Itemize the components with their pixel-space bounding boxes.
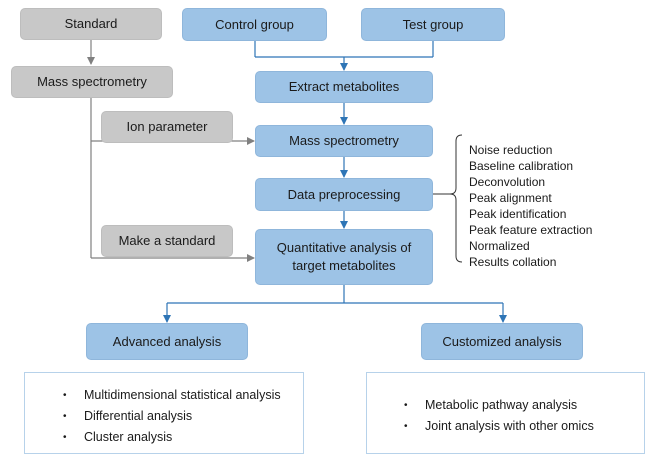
quantitative-analysis-box: Quantitative analysis of target metaboli… [255,229,433,285]
ion-parameter-label: Ion parameter [126,119,208,134]
bullet-icon: • [63,390,67,401]
list-item-text: Joint analysis with other omics [425,419,594,433]
step-item: Deconvolution [469,175,546,189]
step-item: Results collation [469,255,557,269]
step-item: Normalized [469,239,530,253]
mass-spectrometry-box: Mass spectrometry [255,125,433,157]
advanced-analysis-label: Advanced analysis [112,333,222,349]
mass-spectrometry-left-box: Mass spectrometry [11,66,173,98]
customized-analysis-label: Customized analysis [442,333,562,349]
ion-parameter-box: Ion parameter [101,111,233,143]
advanced-analysis-panel: • Multidimensional statistical analysis •… [24,372,304,454]
list-item: • Metabolic pathway analysis [404,395,594,416]
test-group-box: Test group [361,8,505,41]
customized-analysis-panel: • Metabolic pathway analysis • Joint analy… [366,372,645,454]
data-preprocessing-label: Data preprocessing [287,186,401,202]
bullet-icon: • [63,432,67,443]
list-item: • Differential analysis [63,406,281,427]
step-item: Baseline calibration [469,159,574,173]
list-item: • Joint analysis with other omics [404,416,594,437]
step-item: Noise reduction [469,143,553,157]
steps-brace [449,134,463,263]
bullet-icon: • [404,421,408,432]
advanced-items-list: • Multidimensional statistical analysis •… [63,385,281,448]
list-item-text: Differential analysis [84,409,193,423]
standard-label: Standard [64,16,118,31]
quantitative-analysis-line2: target metabolites [292,258,396,273]
extract-metabolites-box: Extract metabolites [255,71,433,103]
mass-spectrometry-label: Mass spectrometry [289,133,399,148]
list-item-text: Multidimensional statistical analysis [84,388,281,402]
step-item: Peak identification [469,207,567,221]
make-standard-box: Make a standard [101,225,233,257]
extract-metabolites-label: Extract metabolites [288,79,400,94]
customized-analysis-box: Customized analysis [421,323,583,360]
quantitative-analysis-line1: Quantitative analysis of [276,240,412,255]
control-group-box: Control group [182,8,327,41]
data-preprocessing-box: Data preprocessing [255,178,433,211]
preprocessing-steps-list: Noise reduction Baseline calibration Dec… [469,142,592,270]
step-item: Peak feature extraction [469,223,593,237]
step-item: Peak alignment [469,191,552,205]
bullet-icon: • [404,400,408,411]
standard-box: Standard [20,8,162,40]
list-item: • Multidimensional statistical analysis [63,385,281,406]
bullet-icon: • [63,411,67,422]
list-item-text: Cluster analysis [84,430,173,444]
customized-items-list: • Metabolic pathway analysis • Joint analy… [404,395,594,437]
make-standard-label: Make a standard [118,233,216,248]
list-item: • Cluster analysis [63,427,281,448]
mass-spectrometry-left-label: Mass spectrometry [37,74,147,89]
list-item-text: Metabolic pathway analysis [425,398,578,412]
control-group-label: Control group [215,16,294,32]
advanced-analysis-box: Advanced analysis [86,323,248,360]
test-group-label: Test group [402,16,464,32]
